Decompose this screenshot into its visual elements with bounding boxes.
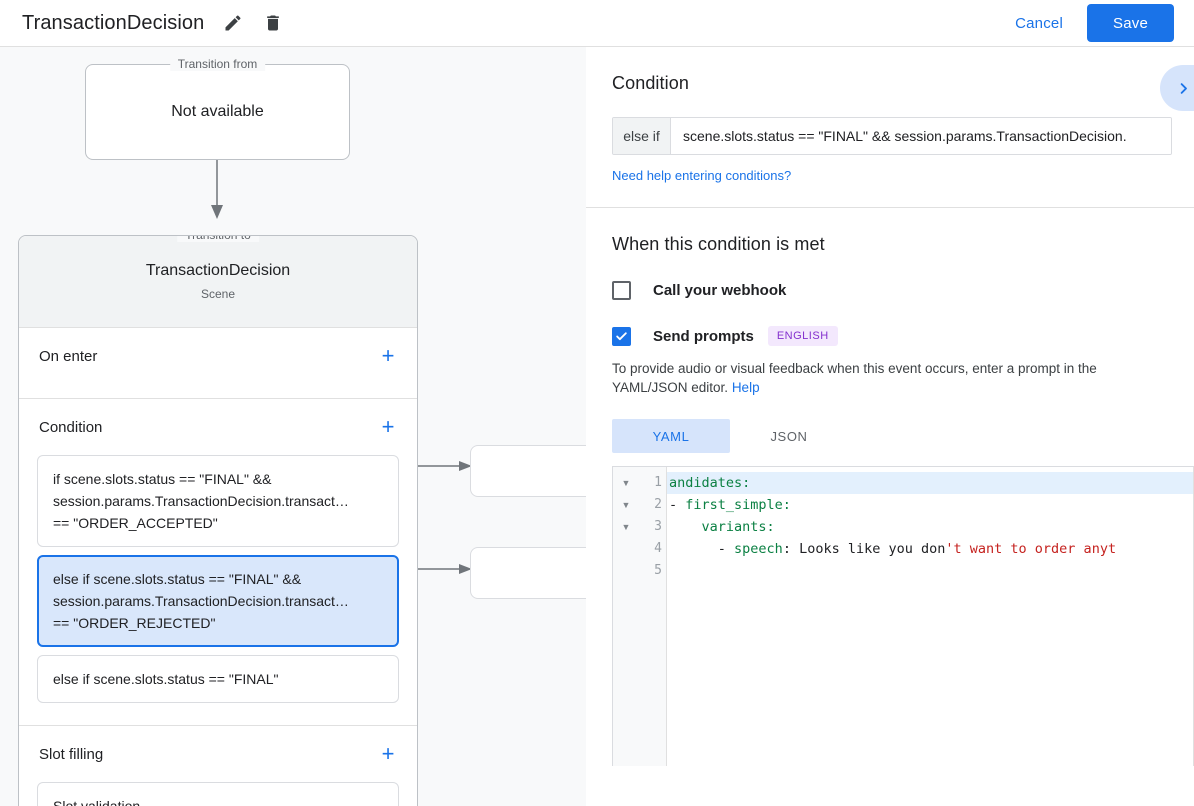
yaml-code-editor[interactable]: ▼ ▼ ▼ 1 2 3 4 5 andidates: - first_simple: vari… xyxy=(612,466,1194,766)
editor-line-number: 1 xyxy=(654,475,662,490)
add-slot-filling-button[interactable]: + xyxy=(373,739,403,769)
scene-name: TransactionDecision xyxy=(145,262,291,279)
expand-panel-button[interactable] xyxy=(1160,65,1194,111)
prompts-help-link[interactable]: Help xyxy=(731,380,760,395)
checkmark-icon xyxy=(616,331,627,340)
chevron-right-icon xyxy=(1180,82,1187,94)
transition-to-legend: Transition to xyxy=(177,236,259,242)
prompts-helper-text: To provide audio or visual feedback when… xyxy=(612,359,1168,397)
fold-toggle-icon[interactable]: ▼ xyxy=(621,522,631,532)
transition-from-value: Not available xyxy=(171,103,264,120)
condition-prefix-label: else if xyxy=(613,118,671,154)
section-on-enter: On enter + xyxy=(19,328,417,399)
scene-header[interactable]: TransactionDecision Scene xyxy=(19,236,417,328)
when-condition-met-heading: When this condition is met xyxy=(612,234,825,254)
code-token: speech xyxy=(734,541,783,557)
condition-expression-input[interactable] xyxy=(671,118,1171,154)
code-token: - xyxy=(669,541,735,557)
cancel-button[interactable]: Cancel xyxy=(1001,7,1077,40)
target-node-accepted[interactable] xyxy=(470,445,586,497)
condition-item-line: == "ORDER_REJECTED" xyxy=(53,615,216,631)
section-condition: Condition + if scene.slots.status == "FI… xyxy=(19,399,417,726)
condition-item-line: session.params.TransactionDecision.trans… xyxy=(53,593,349,609)
editor-code-area[interactable]: andidates: - first_simple: variants: - sp… xyxy=(667,467,1194,766)
editor-line-number: 2 xyxy=(654,497,662,512)
transition-from-node[interactable]: Transition from Not available xyxy=(85,57,350,160)
code-token: - xyxy=(669,497,686,513)
editor-code-line xyxy=(667,560,1194,582)
prompts-helper-sentence: To provide audio or visual feedback when… xyxy=(612,361,1097,395)
editor-line-number: 4 xyxy=(654,541,662,556)
code-token: andidates: xyxy=(669,475,751,491)
fold-spacer xyxy=(613,538,639,560)
section-title-condition: Condition xyxy=(39,418,103,436)
editor-fold-gutter: ▼ ▼ ▼ xyxy=(613,467,639,766)
code-token: variants: xyxy=(701,519,775,535)
language-badge: ENGLISH xyxy=(767,326,838,346)
save-button[interactable]: Save xyxy=(1087,4,1174,42)
condition-item-line: == "ORDER_ACCEPTED" xyxy=(53,515,218,531)
condition-input-row: else if xyxy=(612,117,1172,155)
condition-detail-panel: Condition else if Need help entering con… xyxy=(586,47,1194,806)
editor-line-number: 3 xyxy=(654,519,662,534)
condition-item-line: else if scene.slots.status == "FINAL" xyxy=(53,671,279,687)
section-header-on-enter: On enter + xyxy=(19,328,417,384)
editor-code-line: variants: xyxy=(667,516,1194,538)
fold-spacer xyxy=(613,560,639,582)
condition-item-line: session.params.TransactionDecision.trans… xyxy=(53,493,349,509)
transition-from-legend: Transition from xyxy=(169,57,266,71)
condition-editor-section: Condition else if Need help entering con… xyxy=(586,47,1194,208)
condition-item-line: if scene.slots.status == "FINAL" && xyxy=(53,471,272,487)
editor-code-line: andidates: xyxy=(667,472,1194,494)
tab-yaml[interactable]: YAML xyxy=(612,419,730,453)
condition-panel-title: Condition xyxy=(612,73,689,93)
condition-item[interactable]: else if scene.slots.status == "FINAL" xyxy=(37,655,399,703)
condition-actions-section: When this condition is met Call your web… xyxy=(586,208,1194,766)
editor-format-tabs: YAML JSON xyxy=(612,419,1194,453)
send-prompts-row: Send prompts ENGLISH xyxy=(612,326,1194,346)
condition-item-line: else if scene.slots.status == "FINAL" && xyxy=(53,571,302,587)
pencil-icon xyxy=(225,15,241,31)
code-token: : xyxy=(782,541,800,557)
fold-toggle-icon[interactable]: ▼ xyxy=(621,500,631,510)
code-token: 't want to order anyt xyxy=(945,541,1117,557)
call-webhook-row: Call your webhook xyxy=(612,281,1194,300)
call-webhook-checkbox[interactable] xyxy=(612,281,631,300)
code-token: Looks like you don xyxy=(799,541,946,557)
editor-line-number: 5 xyxy=(654,563,662,578)
scene-type: Scene xyxy=(200,287,236,301)
add-condition-button[interactable]: + xyxy=(373,412,403,442)
call-webhook-label: Call your webhook xyxy=(653,282,787,299)
fold-toggle-icon[interactable]: ▼ xyxy=(621,478,631,488)
editor-code-line: - speech: Looks like you don't want to o… xyxy=(667,538,1194,560)
code-token: first_simple: xyxy=(685,497,791,513)
page-title: TransactionDecision xyxy=(22,11,205,34)
transition-to-node: Transition to TransactionDecision Scene … xyxy=(18,235,418,806)
condition-item-selected[interactable]: else if scene.slots.status == "FINAL" &&… xyxy=(37,555,399,647)
delete-trash-icon[interactable] xyxy=(258,8,288,38)
slot-validation-label: Slot validation xyxy=(53,798,141,806)
section-header-condition: Condition + xyxy=(19,399,417,455)
add-on-enter-button[interactable]: + xyxy=(373,341,403,371)
tab-json[interactable]: JSON xyxy=(730,419,848,453)
section-header-slot-filling: Slot filling + xyxy=(19,726,417,782)
section-title-on-enter: On enter xyxy=(39,347,98,365)
target-node-rejected[interactable] xyxy=(470,547,586,599)
trash-icon xyxy=(267,15,280,31)
app-header: TransactionDecision Cancel Save xyxy=(0,0,1194,47)
scene-graph-panel: Transition from Not available Transition… xyxy=(0,47,586,806)
slot-validation-item[interactable]: Slot validation xyxy=(37,782,399,806)
send-prompts-label: Send prompts xyxy=(653,327,754,345)
condition-help-link[interactable]: Need help entering conditions? xyxy=(612,168,792,183)
condition-item[interactable]: if scene.slots.status == "FINAL" && sess… xyxy=(37,455,399,547)
editor-line-numbers: 1 2 3 4 5 xyxy=(639,467,667,766)
edit-pencil-icon[interactable] xyxy=(218,8,248,38)
send-prompts-checkbox[interactable] xyxy=(612,326,631,346)
section-title-slot-filling: Slot filling xyxy=(39,745,104,763)
editor-code-line: - first_simple: xyxy=(667,494,1194,516)
code-token xyxy=(669,519,702,535)
section-slot-filling: Slot filling + Slot validation xyxy=(19,726,417,806)
